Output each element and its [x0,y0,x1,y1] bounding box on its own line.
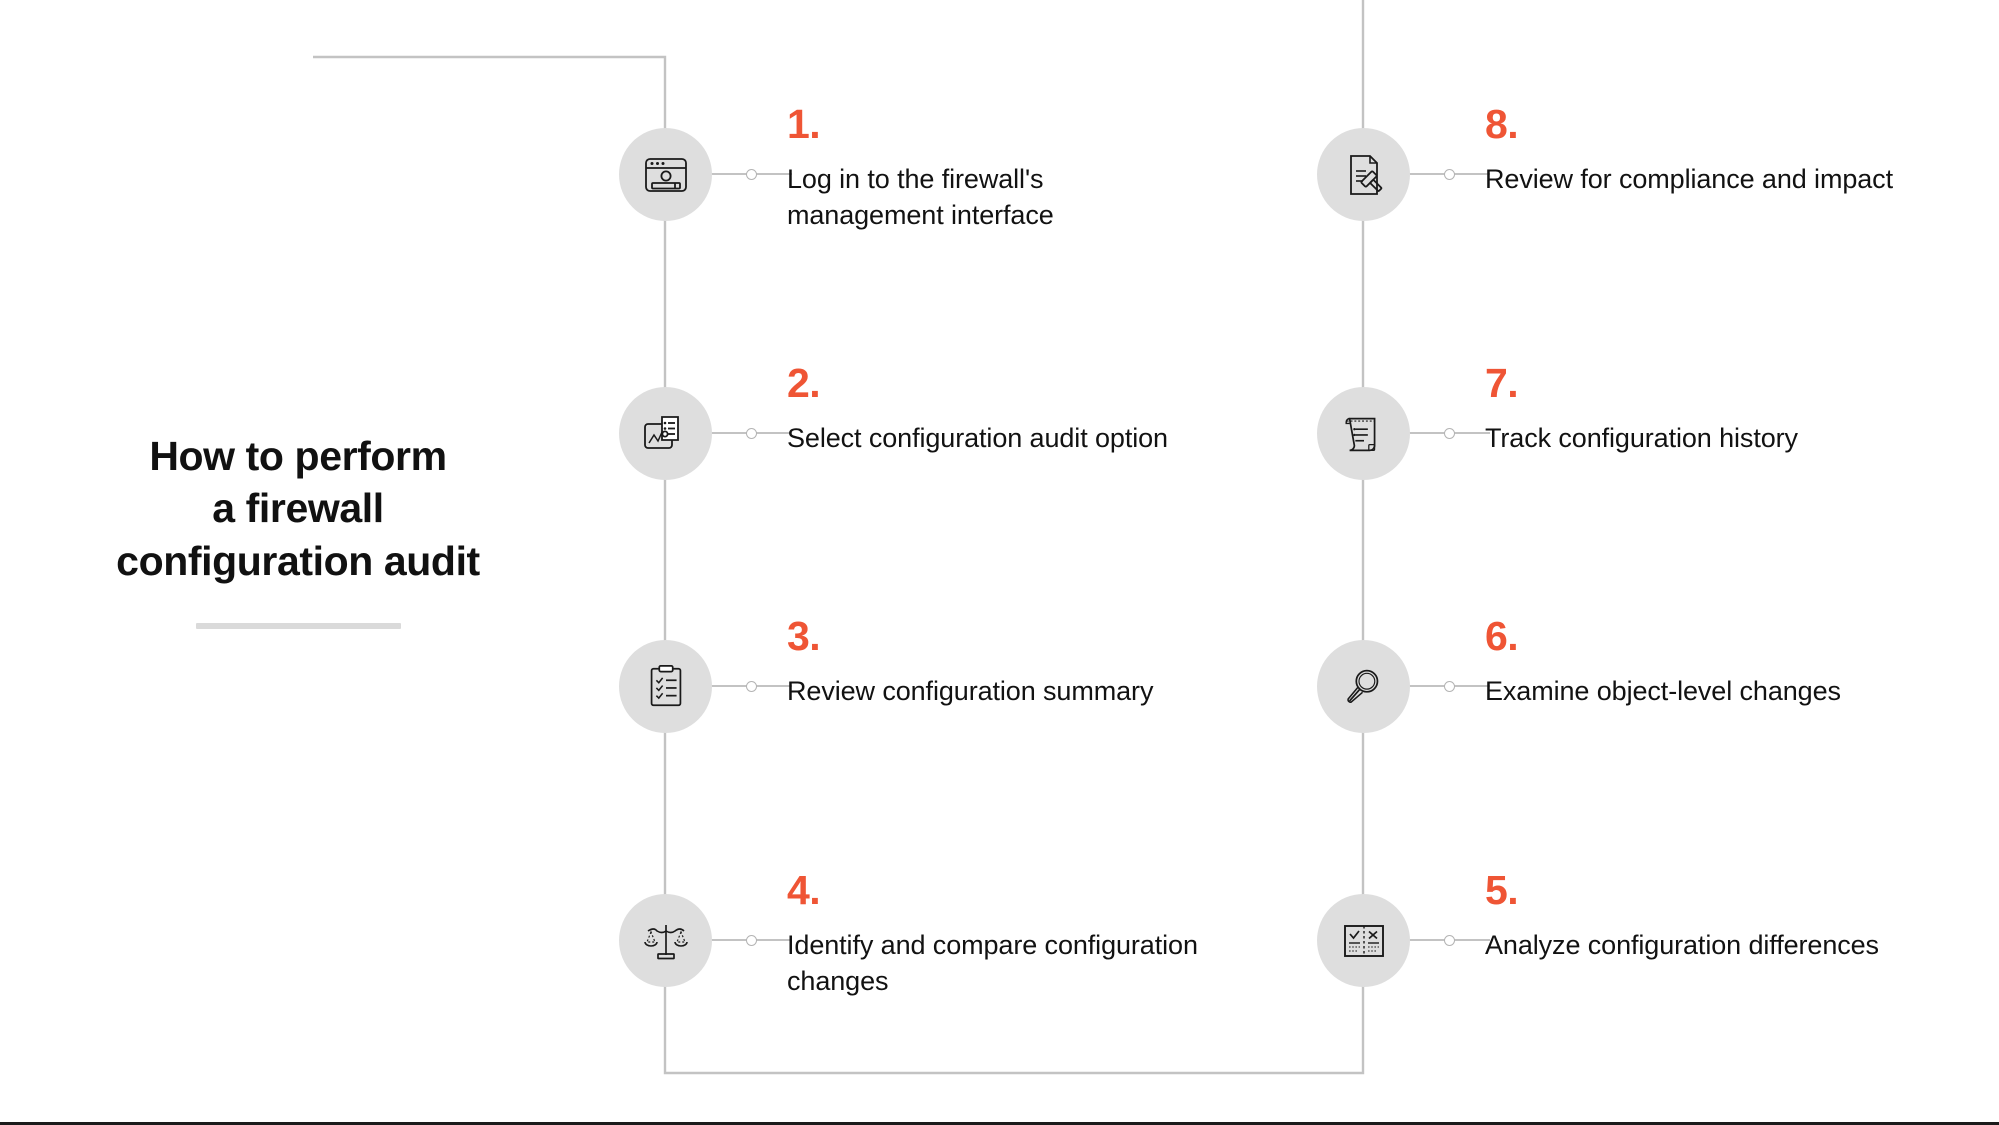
step-8-label: Review for compliance and impact [1485,164,1893,194]
browser-login-icon [640,149,692,201]
magnifying-glass-icon [1339,662,1389,712]
step-5-connector-dot [1444,935,1455,946]
step-1-icon-badge [619,128,712,221]
step-2-label: Select configuration audit option [787,423,1168,453]
step-1-number: 1. [787,101,821,147]
step-4-connector-dot [746,935,757,946]
step-4-label: Identify and compare configuration chang… [787,930,1198,997]
step-3-connector-dot [746,681,757,692]
step-3-number: 3. [787,613,821,659]
balance-scale-icon [640,915,692,967]
chart-document-icon [640,408,692,460]
step-7-label: Track configuration history [1485,423,1798,453]
step-1-label: Log in to the firewall's management inte… [787,164,1054,231]
step-6-number: 6. [1485,613,1519,659]
step-7-icon-badge [1317,387,1410,480]
step-3-icon-badge [619,640,712,733]
title-line-3: configuration audit [116,537,480,584]
step-6-connector-dot [1444,681,1455,692]
title-underline-rule [195,623,401,630]
step-4-icon-badge [619,894,712,987]
compare-diff-icon [1338,915,1390,967]
step-7-number: 7. [1485,360,1519,406]
step-3-label: Review configuration summary [787,676,1154,706]
step-4-number: 4. [787,867,821,913]
infographic-title: How to perform a firewall configuration … [58,430,538,630]
step-1-connector-dot [746,169,757,180]
step-5-number: 5. [1485,867,1519,913]
checklist-clipboard-icon [641,662,691,712]
step-7-connector-dot [1444,428,1455,439]
step-6-icon-badge [1317,640,1410,733]
step-2-number: 2. [787,360,821,406]
step-5-icon-badge [1317,894,1410,987]
step-6-label: Examine object-level changes [1485,676,1841,706]
scroll-document-icon [1339,409,1389,459]
step-8-number: 8. [1485,101,1519,147]
step-8-icon-badge [1317,128,1410,221]
document-gavel-icon [1338,149,1390,201]
step-2-connector-dot [746,428,757,439]
step-2-icon-badge [619,387,712,480]
step-8-connector-dot [1444,169,1455,180]
title-line-1: How to perform [149,433,447,479]
page-bottom-rule [0,1122,1999,1125]
title-line-2: a firewall [212,485,384,532]
step-5-label: Analyze configuration differences [1485,930,1879,960]
